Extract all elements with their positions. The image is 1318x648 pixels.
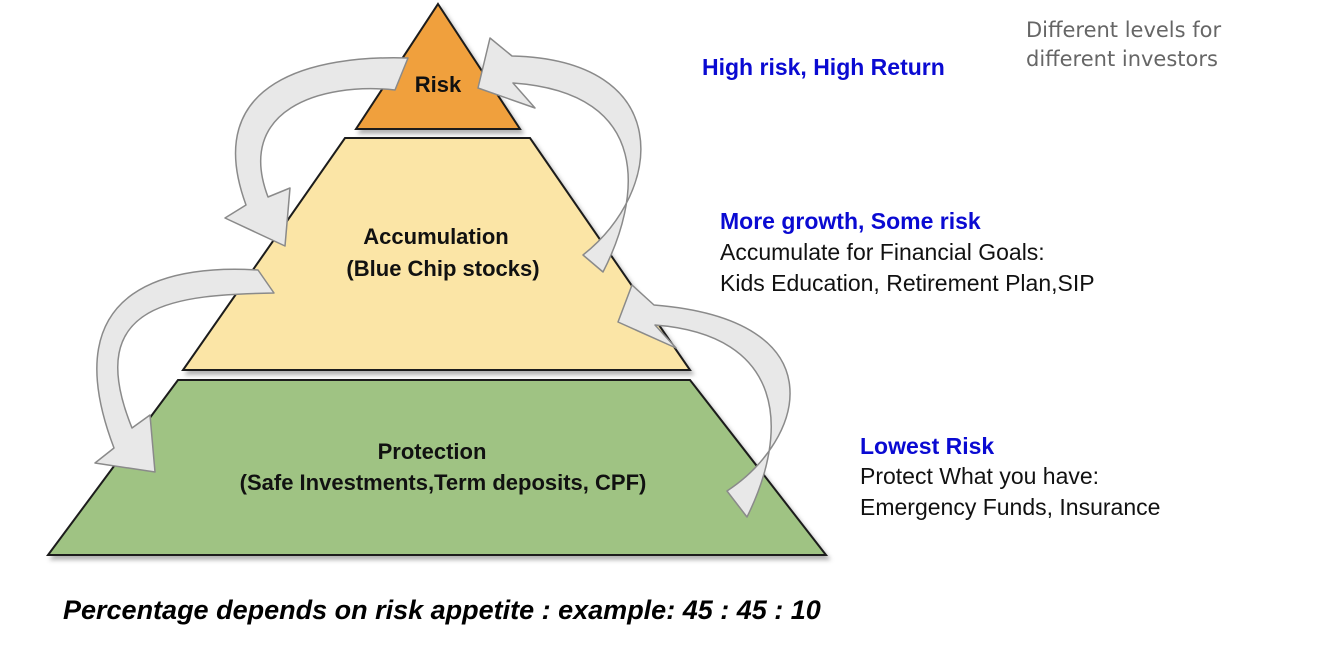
bottom-tier-description-line-1: Protect What you have: bbox=[860, 463, 1100, 489]
curved-arrow-icon bbox=[617, 284, 791, 518]
curved-arrow-icon bbox=[477, 37, 642, 273]
pyramid-bottom-tier bbox=[46, 379, 829, 556]
protection-tier-subtitle: (Safe Investments,Term deposits, CPF) bbox=[239, 470, 647, 495]
risk-tier-label: Risk bbox=[414, 72, 462, 97]
middle-tier-description-line-2: Kids Education, Retirement Plan,SIP bbox=[720, 270, 1095, 296]
bottom-tier-heading: Lowest Risk bbox=[860, 433, 995, 459]
accumulation-tier-subtitle: (Blue Chip stocks) bbox=[346, 256, 540, 281]
top-tier-heading: High risk, High Return bbox=[702, 54, 945, 80]
bottom-tier-description-line-2: Emergency Funds, Insurance bbox=[860, 494, 1161, 520]
accumulation-tier-title: Accumulation bbox=[363, 224, 509, 249]
curved-arrow-icon bbox=[94, 268, 275, 473]
middle-tier-description-line-1: Accumulate for Financial Goals: bbox=[720, 239, 1045, 265]
curved-arrow-icon bbox=[224, 57, 409, 247]
protection-tier-title: Protection bbox=[377, 439, 487, 464]
corner-note-line-1: Different levels for bbox=[1026, 18, 1222, 42]
middle-tier-heading: More growth, Some risk bbox=[720, 208, 981, 234]
corner-note-line-2: different investors bbox=[1026, 47, 1218, 71]
footer-caption: Percentage depends on risk appetite : ex… bbox=[63, 595, 821, 625]
